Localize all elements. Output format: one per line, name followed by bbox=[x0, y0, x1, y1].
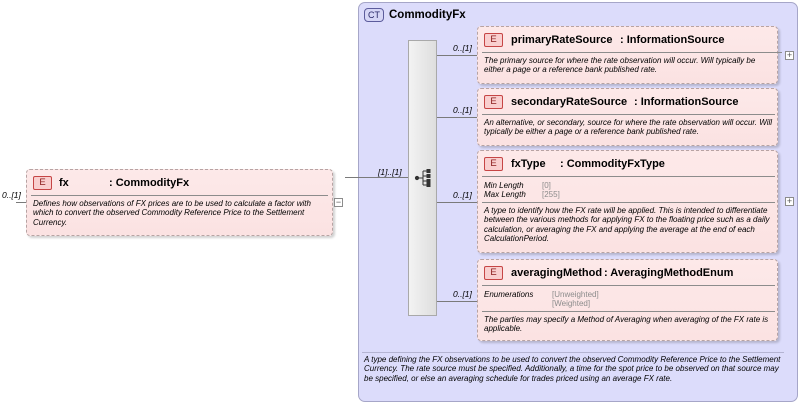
complex-type-divider bbox=[362, 352, 784, 353]
primary-rate-source-cardinality: 0..[1] bbox=[453, 43, 472, 53]
averaging-method-cardinality: 0..[1] bbox=[453, 289, 472, 299]
element-divider bbox=[482, 311, 775, 312]
connector-fx-type bbox=[437, 202, 477, 203]
element-badge: E bbox=[484, 157, 503, 171]
element-name: primaryRateSource bbox=[511, 34, 613, 46]
connector-secondary-rate-source bbox=[437, 117, 477, 118]
connector-averaging-method bbox=[437, 301, 477, 302]
element-badge: E bbox=[484, 95, 503, 109]
root-cardinality: 0..[1] bbox=[2, 190, 21, 200]
element-averaging-method[interactable]: E averagingMethod : AveragingMethodEnum … bbox=[477, 259, 778, 341]
element-divider bbox=[482, 202, 775, 203]
element-badge: E bbox=[484, 33, 503, 47]
element-badge: E bbox=[484, 266, 503, 280]
root-left-connector bbox=[16, 202, 26, 203]
enumeration-value: [Weighted] bbox=[552, 299, 591, 308]
facet-min-length-label: Min Length bbox=[484, 181, 524, 190]
complex-type-badge: CT bbox=[364, 8, 384, 22]
element-fx-type[interactable]: E fxType : CommodityFxType Min Length [0… bbox=[477, 150, 778, 253]
root-element-description: Defines how observations of FX prices ar… bbox=[33, 199, 311, 227]
facet-max-length-label: Max Length bbox=[484, 190, 526, 199]
element-primary-rate-source[interactable]: E primaryRateSource : InformationSource … bbox=[477, 26, 782, 84]
element-divider bbox=[482, 52, 782, 53]
enumerations-label: Enumerations bbox=[484, 290, 534, 299]
root-element-divider bbox=[31, 195, 328, 196]
element-type: : AveragingMethodEnum bbox=[604, 267, 734, 279]
element-description: An alternative, or secondary, source for… bbox=[484, 118, 773, 137]
complex-type-description: A type defining the FX observations to b… bbox=[364, 355, 781, 383]
expand-toggle-icon[interactable]: + bbox=[785, 196, 794, 206]
root-element-type: : CommodityFx bbox=[109, 177, 190, 189]
element-divider bbox=[482, 176, 775, 177]
facet-min-length-value: [0] bbox=[542, 181, 551, 190]
connector-primary-rate-source bbox=[437, 55, 477, 56]
facet-max-length-value: [255] bbox=[542, 190, 560, 199]
element-type: : InformationSource bbox=[634, 96, 739, 108]
enumeration-value: [Unweighted] bbox=[552, 290, 599, 299]
element-type: : CommodityFxType bbox=[560, 158, 665, 170]
sequence-icon bbox=[414, 169, 431, 187]
element-divider bbox=[482, 114, 775, 115]
element-name: averagingMethod bbox=[511, 267, 603, 279]
element-type: : InformationSource bbox=[620, 34, 725, 46]
root-element-fx[interactable]: E fx : CommodityFx Defines how observati… bbox=[26, 169, 333, 236]
element-description: The primary source for where the rate ob… bbox=[484, 56, 756, 75]
element-name: secondaryRateSource bbox=[511, 96, 628, 108]
root-to-sequence-connector bbox=[345, 177, 408, 178]
element-description: The parties may specify a Method of Aver… bbox=[484, 315, 769, 334]
fx-type-cardinality: 0..[1] bbox=[453, 190, 472, 200]
root-element-name: fx bbox=[59, 177, 69, 189]
secondary-rate-source-cardinality: 0..[1] bbox=[453, 105, 472, 115]
element-divider bbox=[482, 285, 775, 286]
expand-toggle-icon[interactable]: + bbox=[785, 50, 794, 60]
element-secondary-rate-source[interactable]: E secondaryRateSource : InformationSourc… bbox=[477, 88, 778, 146]
element-name: fxType bbox=[511, 158, 546, 170]
element-description: A type to identify how the FX rate will … bbox=[484, 206, 770, 243]
collapse-toggle-icon[interactable]: − bbox=[334, 197, 343, 207]
sequence-cardinality: [1]..[1] bbox=[378, 167, 402, 177]
complex-type-name: CommodityFx bbox=[389, 9, 466, 21]
element-badge: E bbox=[33, 176, 52, 190]
